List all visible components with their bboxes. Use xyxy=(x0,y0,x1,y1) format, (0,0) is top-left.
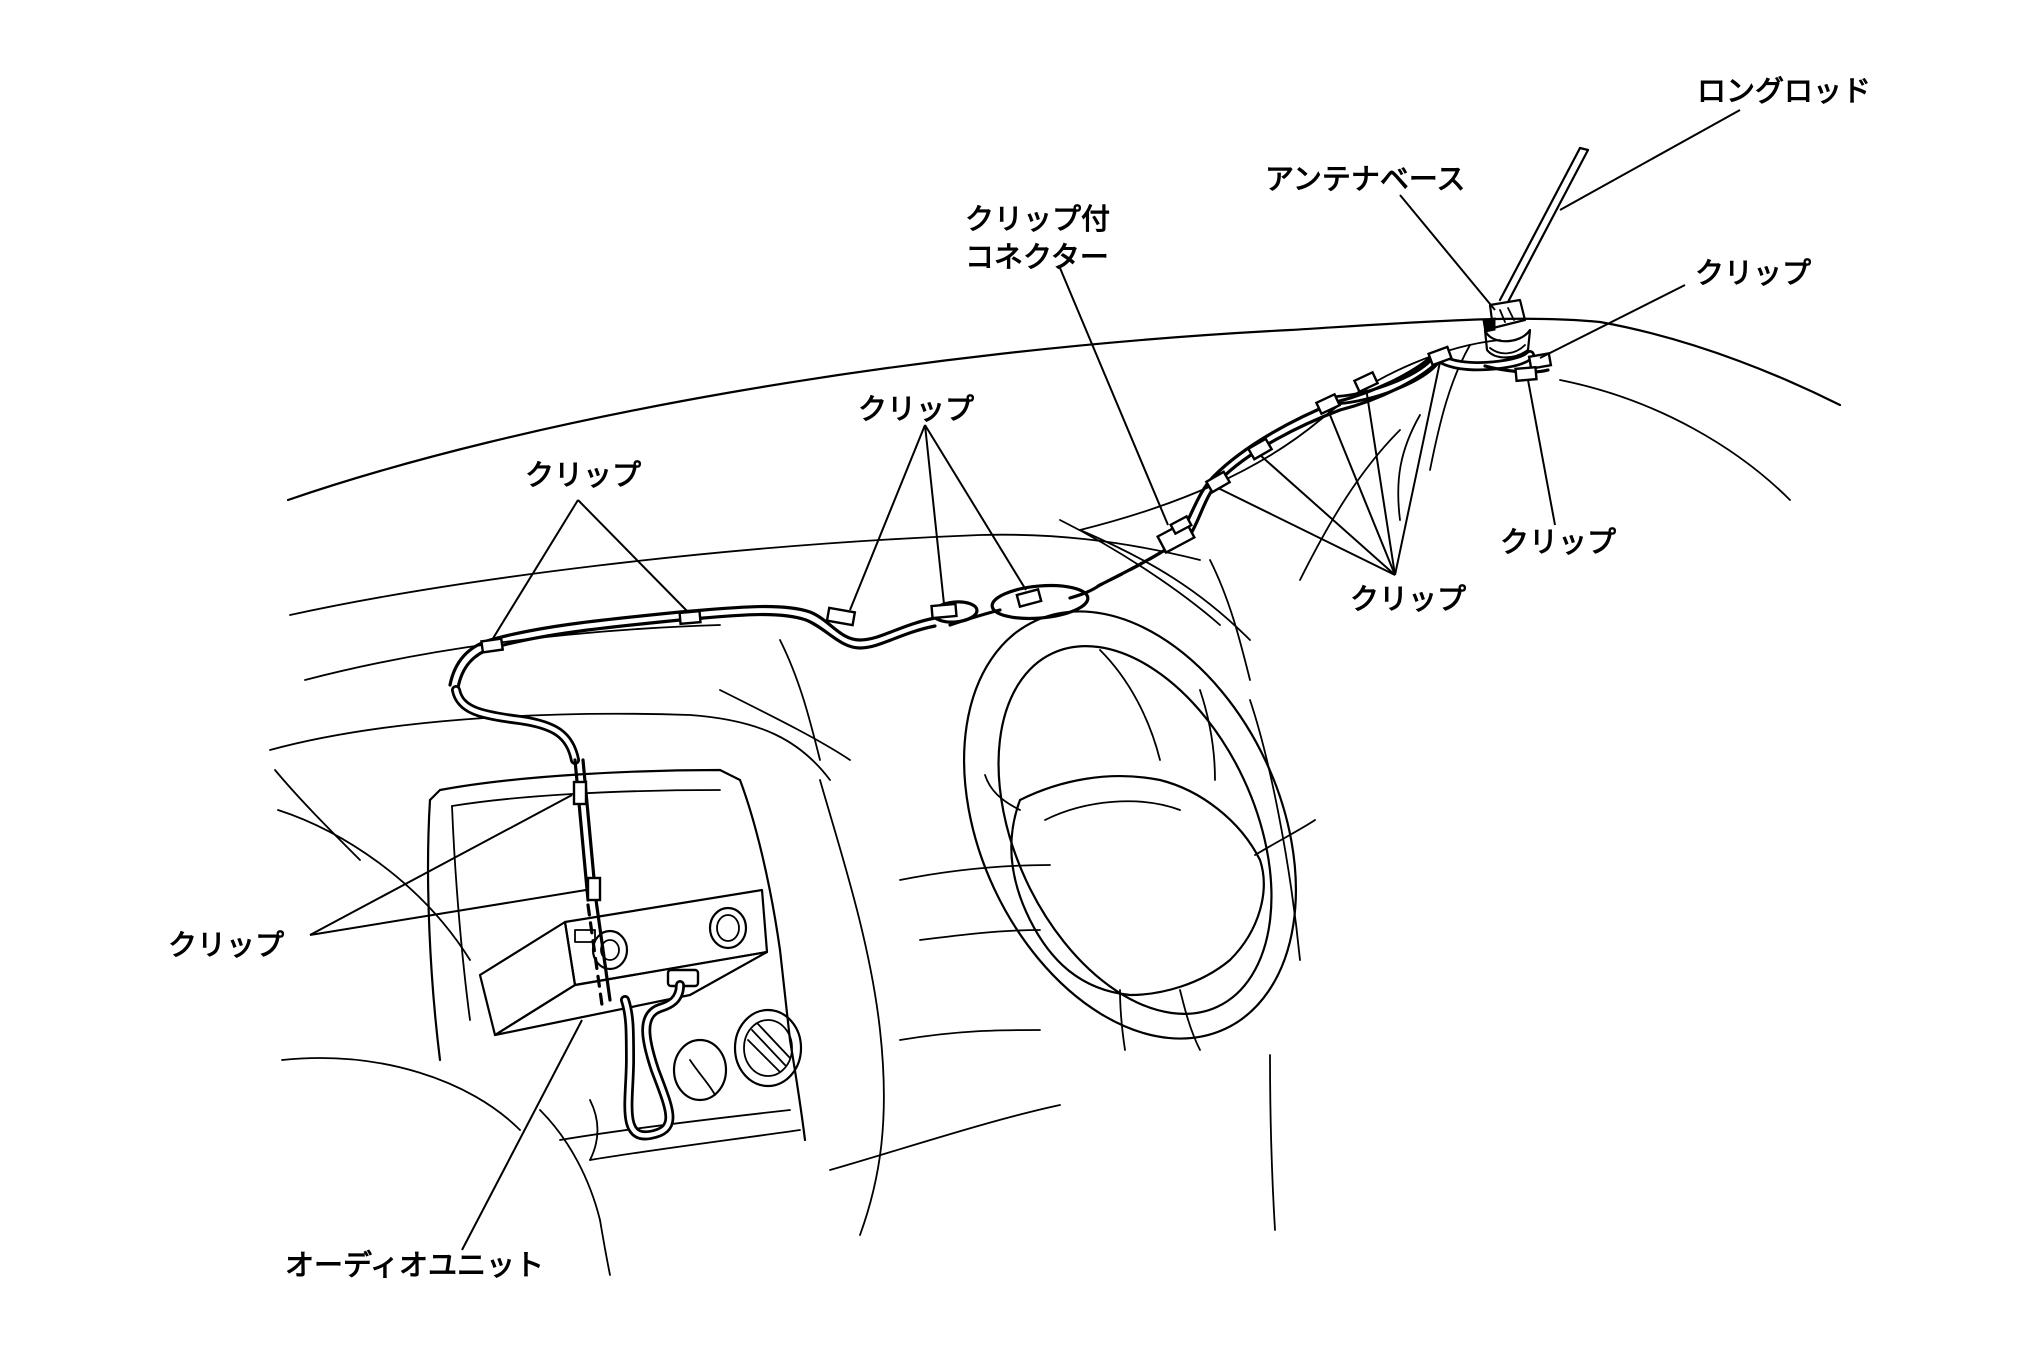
label-long-rod: ロングロッド xyxy=(1697,74,1872,108)
leader-lines xyxy=(309,109,1741,1251)
label-clip-connector-line1: クリップ付 xyxy=(965,202,1111,236)
dashboard-outline xyxy=(269,317,1842,1276)
label-clip-center: クリップ xyxy=(858,392,975,426)
label-clip-left-mid: クリップ xyxy=(168,928,285,962)
label-clip-connector-line2: コネクター xyxy=(965,240,1109,274)
label-antenna-base: アンテナベース xyxy=(1265,162,1466,196)
label-clip-left-top: クリップ xyxy=(525,458,642,492)
label-clip-right-lower: クリップ xyxy=(1500,525,1617,559)
clips xyxy=(480,345,1553,902)
label-clip-top-right: クリップ xyxy=(1695,256,1812,290)
label-clip-right-group: クリップ xyxy=(1350,582,1467,616)
label-audio-unit: オーディオユニット xyxy=(285,1248,544,1282)
antenna-drawing xyxy=(1482,146,1590,359)
steering-wheel xyxy=(962,610,1316,1051)
